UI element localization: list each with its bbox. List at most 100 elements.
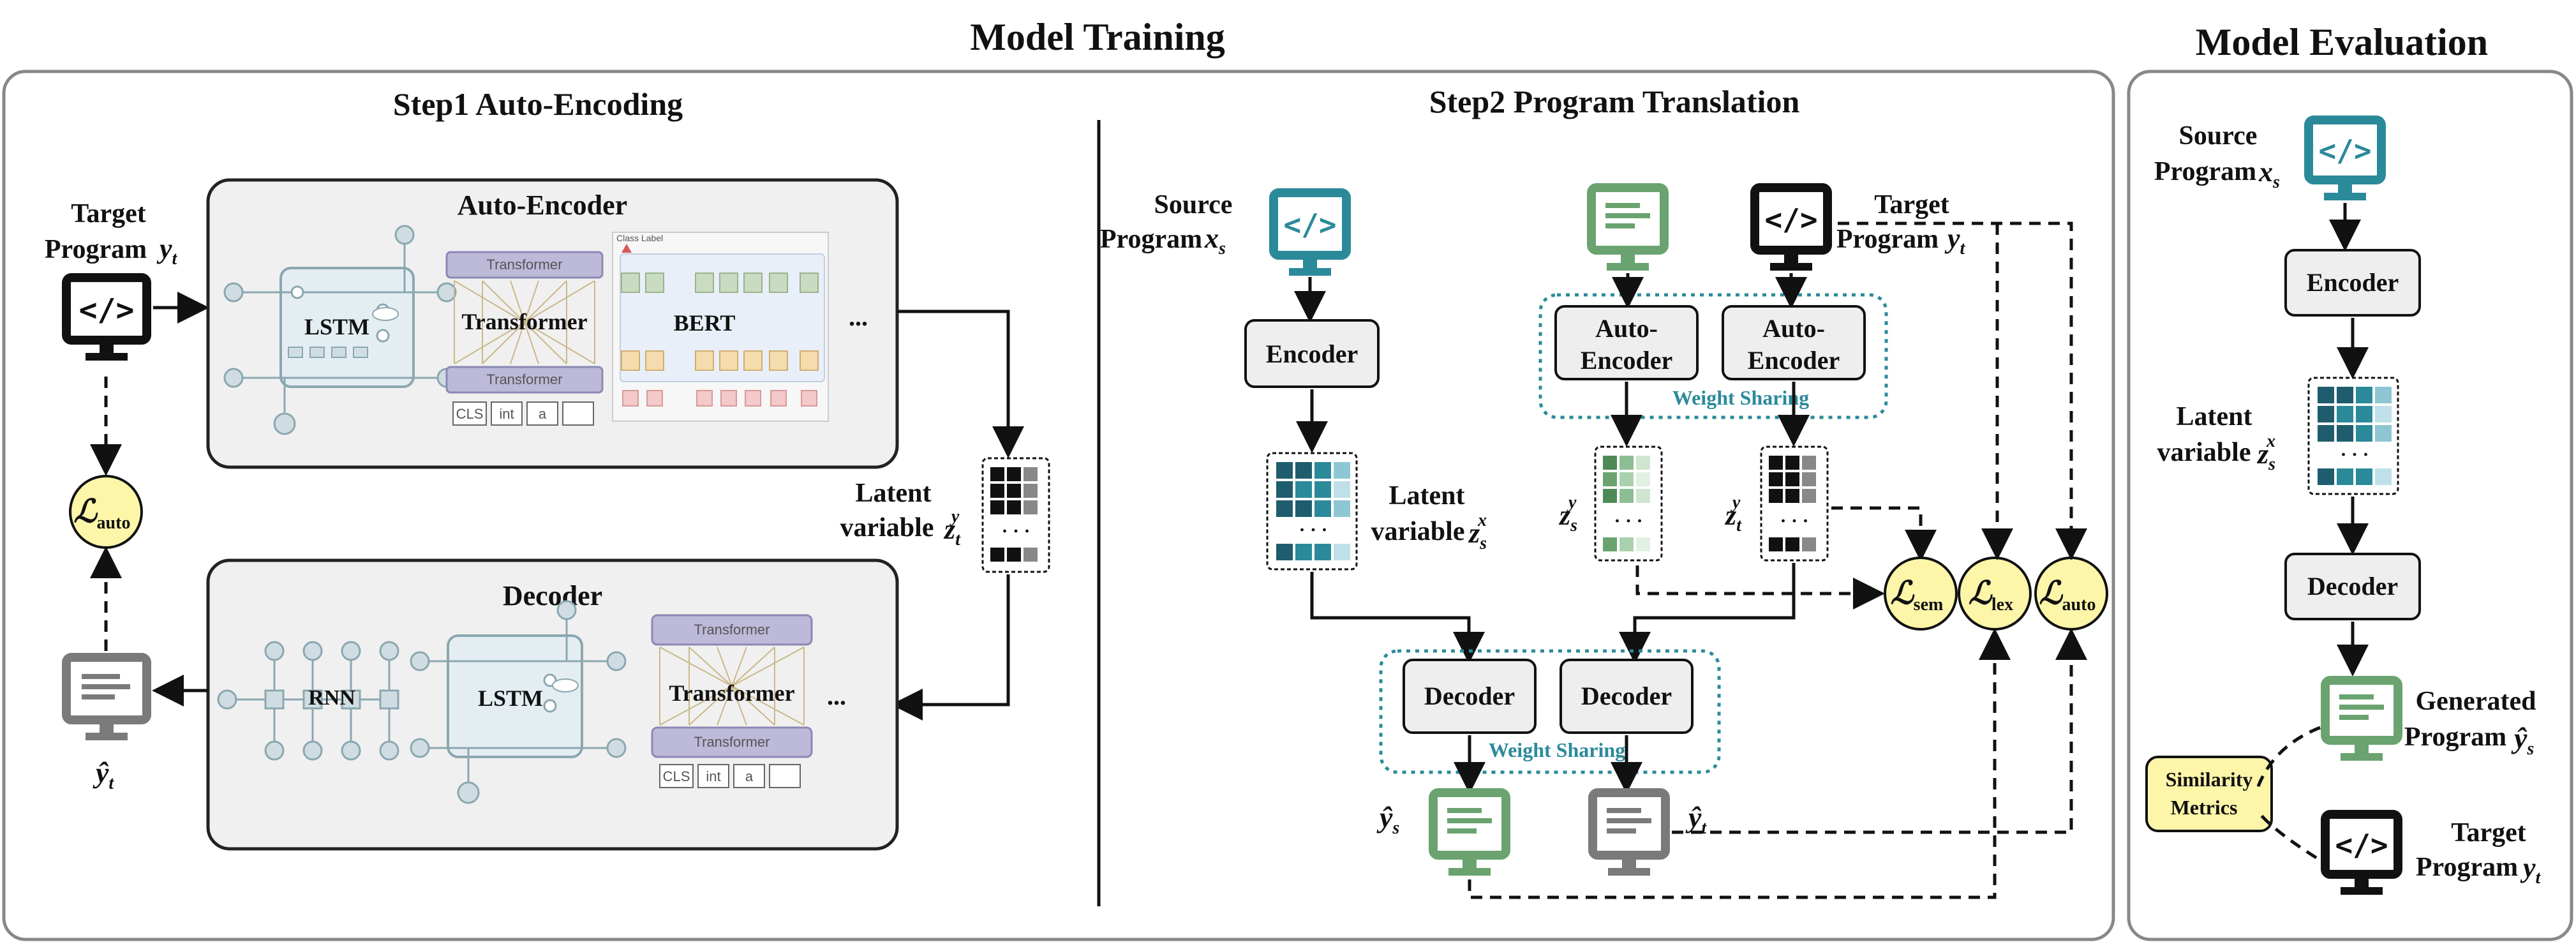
step2-source-label-2: Program <box>1100 225 1202 254</box>
eval-latent-grid: · · · <box>2307 377 2399 495</box>
step1-target-label-1: Target <box>71 199 145 228</box>
svg-text:int: int <box>706 768 720 784</box>
eval-target-code-icon: </> <box>2321 810 2402 895</box>
arrow-autoencoder-to-latent <box>897 310 1024 458</box>
loss-sem <box>1884 557 1958 631</box>
svg-text:· · ·: · · · <box>1001 521 1030 542</box>
step2-autoencoder-2 <box>1722 305 1866 380</box>
step1-latent-label-1: Latent <box>856 479 932 508</box>
step2-encoder-label: Encoder <box>1266 340 1358 368</box>
transformer-sketch-decoder: Transformer Transformer Transformer CLS … <box>651 614 813 788</box>
step2-decoder-1-label: Decoder <box>1424 682 1515 710</box>
arrow-zsy-to-loss-sem <box>1635 565 1885 609</box>
step2-zty-grid: · · · <box>1760 445 1829 562</box>
eval-decoder-label: Decoder <box>2307 572 2398 601</box>
step2-target-label-1: Target <box>1874 190 1949 220</box>
svg-text:Transformer: Transformer <box>694 622 770 638</box>
step2-latent-var: zsx <box>1468 511 1487 553</box>
decoder-transformer-label: Transformer <box>669 680 794 706</box>
transformer-label: Transformer <box>461 309 587 334</box>
eval-decoder-box <box>2284 553 2421 620</box>
step2-target-label-2: Program <box>1836 225 1939 254</box>
eval-latent-var: zsx <box>2256 431 2275 474</box>
step2-autoencoder-1-label-1: Auto- <box>1595 314 1658 343</box>
eval-generated-doc-icon <box>2321 676 2402 761</box>
svg-text:</>: </> <box>1764 202 1817 237</box>
step2-latent-label-2: variable <box>1371 517 1465 546</box>
model-evaluation-title: Model Evaluation <box>2196 21 2488 63</box>
model-training-title: Model Training <box>970 16 1225 58</box>
weight-sharing-label-top: Weight Sharing <box>1672 386 1809 409</box>
step2-autoencoder-1-label-2: Encoder <box>1581 346 1672 375</box>
lstm-sketch: LSTM <box>223 225 457 435</box>
step2-generated-doc-icon <box>1429 788 1510 876</box>
evaluation-panel <box>2127 70 2573 941</box>
svg-text:Class Label: Class Label <box>616 233 663 243</box>
step1-latent-var: zty <box>943 507 961 550</box>
step2-source-label-1: Source <box>1154 190 1233 220</box>
arrow-zty-to-loss-sem <box>1831 506 1937 562</box>
eval-latent-label-1: Latent <box>2177 402 2252 431</box>
step1-target-code-icon: </> <box>62 273 151 361</box>
svg-text:</>: </> <box>2318 133 2371 168</box>
step1-target-var: yt <box>156 233 178 269</box>
step2-source-var: xs <box>1204 223 1226 258</box>
weight-sharing-group-decoders <box>1379 649 1721 774</box>
eval-generated-label-2: Program <box>2404 722 2506 752</box>
step2-latent-label-1: Latent <box>1389 481 1465 511</box>
bert-sketch: Class Label BERT <box>612 232 829 422</box>
step2-source-code-icon: </> <box>1269 188 1351 276</box>
transformer-sketch-encoder: Transformer Transformer Transformer CLS … <box>445 251 604 426</box>
svg-text:</>: </> <box>2335 828 2388 862</box>
similarity-metrics-label-1: Similarity <box>2166 768 2253 791</box>
svg-text:· · ·: · · · <box>1780 511 1808 532</box>
step2-autoencoder-2-label-1: Auto- <box>1762 314 1825 343</box>
similarity-metrics-label-2: Metrics <box>2171 796 2238 819</box>
step2-autoencoder-2-label-2: Encoder <box>1748 346 1840 375</box>
eval-encoder-box <box>2284 249 2421 317</box>
svg-text:· · ·: · · · <box>1614 511 1642 532</box>
eval-target-label-1: Target <box>2451 818 2526 848</box>
step2-encoder-box <box>1244 319 1380 388</box>
arrow-zty-to-decoder2 <box>1619 563 1796 664</box>
arrow-latent-to-decoder <box>891 574 1010 721</box>
decoder-ellipsis: ... <box>827 682 846 710</box>
eval-source-label-2: Program <box>2154 157 2256 186</box>
arrow-target-to-loss-auto <box>1838 221 2087 560</box>
step2-decoder-2 <box>1560 659 1694 734</box>
svg-text:Transformer: Transformer <box>487 371 563 387</box>
svg-text:</>: </> <box>79 292 135 328</box>
similarity-metrics-box <box>2145 756 2273 832</box>
svg-text:Transformer: Transformer <box>487 257 563 273</box>
step2-latent-grid: · · · <box>1266 452 1358 571</box>
eval-generated-label-1: Generated <box>2416 687 2536 716</box>
svg-text:Transformer: Transformer <box>694 734 770 750</box>
step1-decoder-title: Decoder <box>503 580 602 611</box>
lstm-label: LSTM <box>304 314 369 340</box>
eval-latent-label-2: variable <box>2157 438 2251 467</box>
step2-target-code-icon: </> <box>1750 183 1832 271</box>
step2-pseudo-target-doc-icon <box>1587 183 1669 271</box>
svg-text:int: int <box>499 406 514 422</box>
autoencoder-title: Auto-Encoder <box>458 190 627 221</box>
svg-text:· · ·: · · · <box>1299 520 1327 541</box>
svg-text:</>: </> <box>1283 207 1336 242</box>
step2-autoencoder-1 <box>1554 305 1699 380</box>
rnn-label: RNN <box>308 686 355 710</box>
step1-target-label-2: Program <box>45 235 147 264</box>
line-generated-to-metrics <box>2254 726 2321 792</box>
svg-text:a: a <box>745 768 754 784</box>
svg-text:CLS: CLS <box>456 406 484 422</box>
svg-text:a: a <box>539 406 547 422</box>
eval-source-var: xs <box>2258 156 2280 192</box>
step2-decoder-1 <box>1403 659 1537 734</box>
step1-output-doc-icon <box>62 653 151 740</box>
step2-title: Step2 Program Translation <box>1429 84 1800 119</box>
weight-sharing-label-bottom: Weight Sharing <box>1489 738 1625 761</box>
step1-title: Step1 Auto-Encoding <box>393 86 683 122</box>
decoder-lstm-sketch: LSTM <box>410 600 627 804</box>
svg-text:· · ·: · · · <box>2340 444 2369 465</box>
eval-target-label-2: Program <box>2416 853 2518 882</box>
arrow-yhat-s-to-loss-lex <box>1468 628 2011 899</box>
